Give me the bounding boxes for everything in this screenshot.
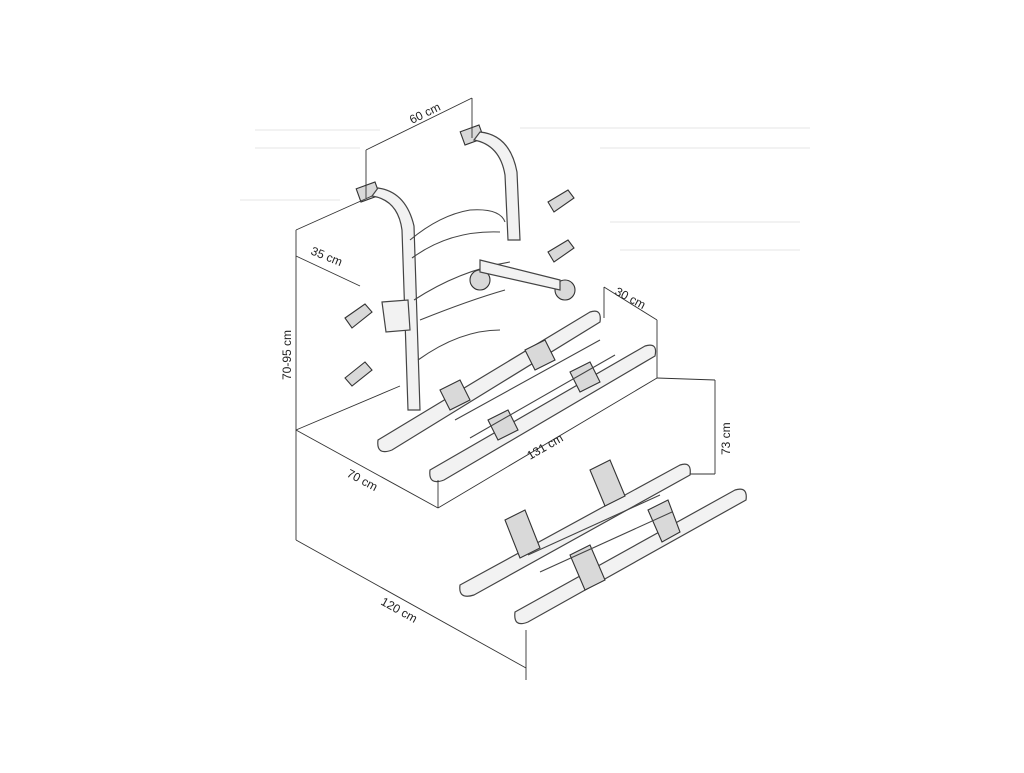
dim-label-height-range: 70-95 cm <box>280 330 294 380</box>
dim-label-lower-height: 73 cm <box>719 422 733 455</box>
background-lines <box>240 127 810 251</box>
dimension-lines <box>295 97 716 680</box>
dim-label-top-width: 60 cm <box>407 100 443 127</box>
dim-label-overall-width: 120 cm <box>379 594 420 625</box>
bike-carrier-lower-rails-icon <box>459 459 747 625</box>
dim-label-rail-offset: 30 cm <box>613 284 648 312</box>
dim-label-platform-depth: 70 cm <box>345 466 380 494</box>
bike-carrier-upper-frame-icon <box>344 124 657 483</box>
dim-label-rail-length: 131 cm <box>525 431 566 463</box>
dim-label-arm-depth: 35 cm <box>309 244 345 269</box>
